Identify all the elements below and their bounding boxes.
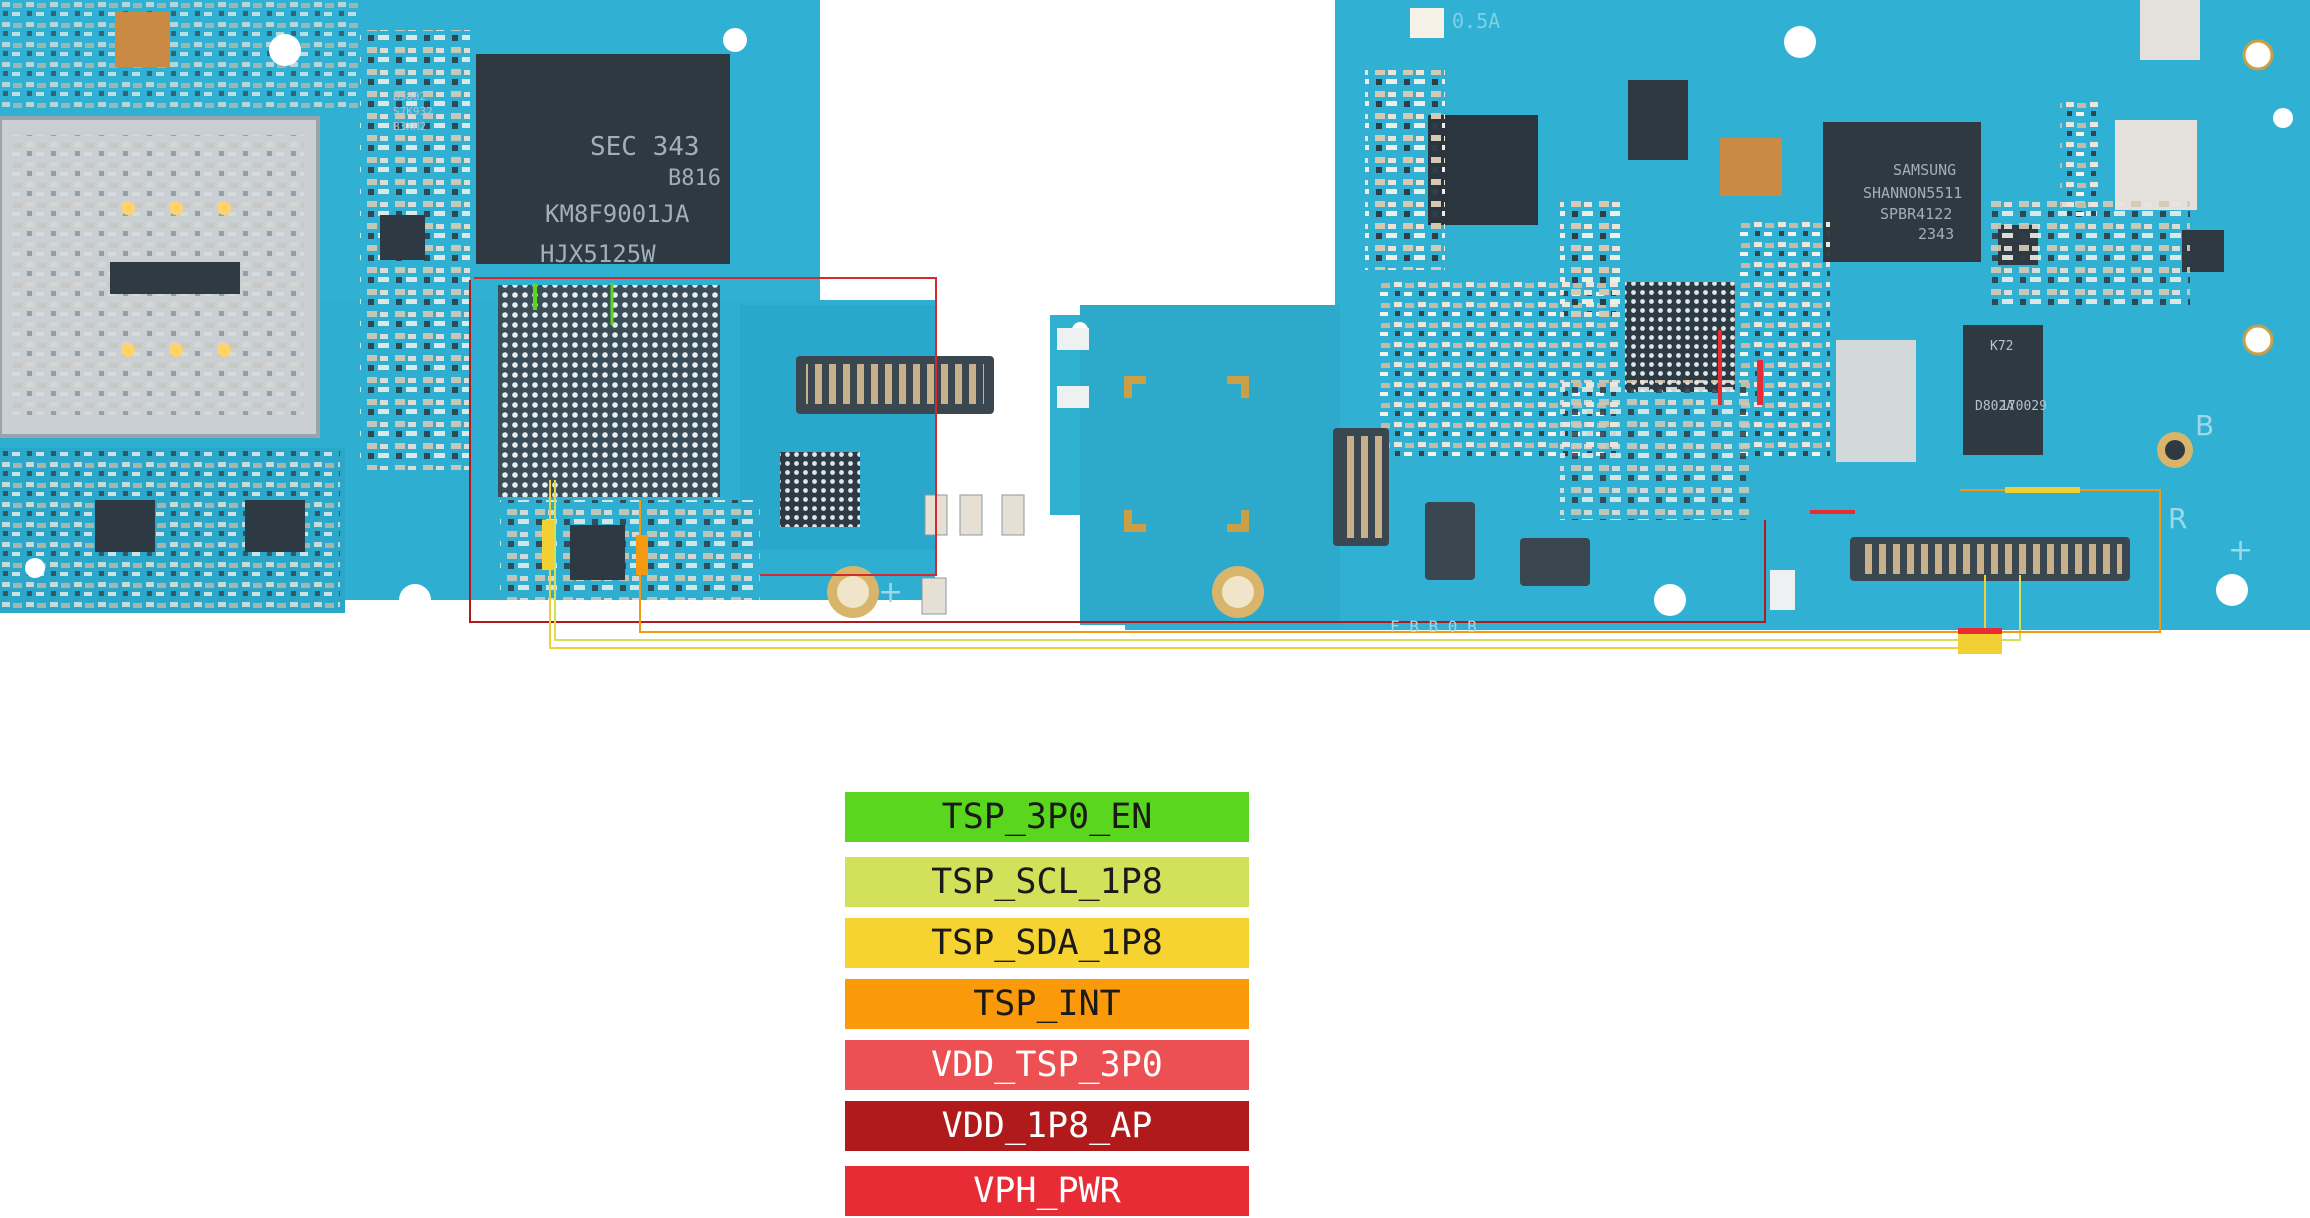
legend-item-tsp-scl-1p8: TSP_SCL_1P8 [845,857,1249,907]
silkscreen-top: 0.5A [1452,9,1500,33]
legend-label: VPH_PWR [973,1171,1121,1211]
legend-label: VDD_1P8_AP [941,1106,1153,1146]
left-board [0,0,1025,618]
small-ic-text-3: 170029 [2000,399,2047,414]
modem-chip-text-4: 2343 [1918,225,1954,243]
small-ic-text-2: D802A [1975,399,2014,414]
legend-label: TSP_SDA_1P8 [931,923,1163,963]
silkscreen-r: R [2168,502,2187,535]
silkscreen-bottom: F B B 0 B [1390,617,1477,636]
legend-item-tsp-int: TSP_INT [845,979,1249,1029]
legend-item-vph-pwr: VPH_PWR [845,1166,1249,1216]
silkscreen-plus-1: + [878,575,903,610]
silkscreen-plus-2: + [2228,533,2253,568]
pmic-text-3: B3XH2 [393,120,426,133]
legend-item-vdd-1p8-ap: VDD_1P8_AP [845,1101,1249,1151]
legend-label: TSP_INT [973,984,1121,1024]
memory-chip-text-4: HJX5125W [540,240,656,268]
pcb-board-diagram: SEC 343 B816 KM8F9001JA HJX5125W SAMSUNG… [0,0,2310,654]
legend-item-vdd-tsp-3p0: VDD_TSP_3P0 [845,1040,1249,1090]
modem-chip-text-1: SAMSUNG [1893,161,1956,179]
legend-label: VDD_TSP_3P0 [931,1045,1163,1085]
right-board [1050,0,2310,630]
memory-chip-text-3: KM8F9001JA [545,200,690,228]
pmic-text-1: B9802 [393,90,426,103]
legend-item-tsp-3p0-en: TSP_3P0_EN [845,792,1249,842]
memory-chip-text-2: B816 [668,166,721,191]
modem-chip-text-3: SPBR4122 [1880,205,1952,223]
legend-label: TSP_3P0_EN [941,797,1153,837]
small-ic-text-1: K72 [1990,339,2013,354]
modem-chip-text-2: SHANNON5511 [1863,184,1962,202]
pmic-text-2: S7K932 [393,105,433,118]
memory-chip-text-1: SEC 343 [590,132,700,162]
legend-item-tsp-sda-1p8: TSP_SDA_1P8 [845,918,1249,968]
silkscreen-b: B [2195,409,2214,442]
legend-label: TSP_SCL_1P8 [931,862,1163,902]
